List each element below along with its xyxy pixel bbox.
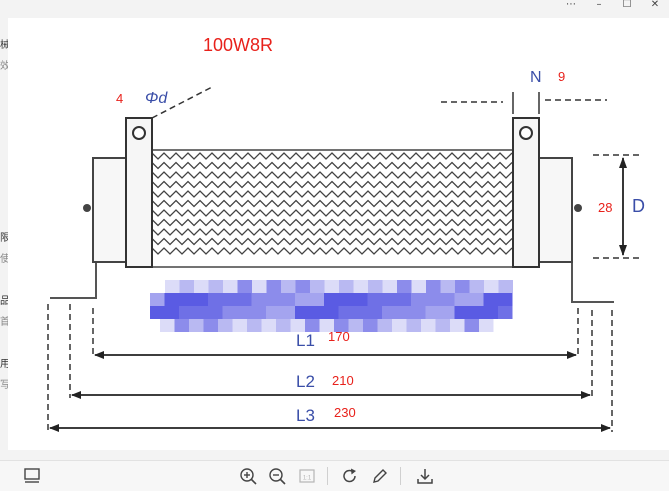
resistor-diagram: 100W8R 4 Φd N 9 28 D L1 170 L2 210 L3 23…	[47, 35, 645, 432]
l1-label: L1	[296, 331, 315, 350]
thumbnail-icon	[24, 468, 40, 483]
download-icon	[417, 469, 433, 484]
notch-value: 9	[558, 69, 565, 84]
pin-hole-value: 4	[116, 91, 123, 106]
edit-button[interactable]	[370, 466, 390, 486]
rotate-button[interactable]	[340, 466, 360, 486]
d-arrow-bottom	[619, 245, 627, 256]
l2-arrow-left	[71, 391, 81, 399]
l3-arrow-left	[49, 424, 59, 432]
left-fragment: 械	[0, 40, 8, 51]
more-options-button[interactable]: ⋯	[566, 0, 576, 10]
left-fragment: 限	[0, 233, 8, 244]
right-terminal-hole	[519, 126, 533, 140]
close-button[interactable]: ✕	[650, 0, 660, 10]
left-screw	[83, 204, 91, 212]
length-extension-lines	[47, 304, 613, 432]
l3-value: 230	[334, 405, 356, 420]
diameter-value: 28	[598, 200, 612, 215]
l1-arrow-right	[567, 351, 577, 359]
left-fragment: 效	[0, 61, 8, 72]
l2-arrow-right	[581, 391, 591, 399]
actual-size-button[interactable]: 1:1	[297, 466, 317, 486]
zoom-out-button[interactable]	[267, 466, 287, 486]
toolbar-divider	[400, 467, 401, 485]
hole-leader-line	[151, 85, 215, 119]
pixelated-label	[150, 280, 513, 332]
right-screw	[574, 204, 582, 212]
notch-label: N	[530, 69, 542, 86]
zoom-in-button[interactable]	[238, 466, 258, 486]
pencil-icon	[373, 469, 387, 483]
maximize-button[interactable]: ☐	[622, 0, 632, 10]
download-button[interactable]	[415, 466, 435, 486]
left-fragment: 写	[0, 380, 8, 391]
resistor-tube	[132, 149, 533, 268]
l2-value: 210	[332, 373, 354, 388]
l3-arrow-right	[601, 424, 611, 432]
l1-arrow-left	[94, 351, 104, 359]
l1-value: 170	[328, 329, 350, 344]
thumbnail-view-button[interactable]	[22, 466, 42, 486]
right-terminal	[512, 117, 540, 268]
l2-label: L2	[296, 372, 315, 391]
left-fragment: 品	[0, 296, 8, 307]
diameter-label: D	[632, 196, 645, 216]
minimize-button[interactable]: –	[596, 0, 602, 10]
left-background-window: 械 效 限 使 品 首 用 写	[0, 0, 8, 460]
rotate-icon	[343, 468, 356, 483]
d-arrow-top	[619, 157, 627, 168]
pin-hole-label: Φd	[145, 90, 168, 107]
zoom-in-icon	[240, 468, 257, 485]
right-foot	[571, 262, 614, 303]
viewer-toolbar: 1:1	[0, 460, 669, 491]
left-fragment: 首	[0, 317, 8, 328]
image-canvas: 100W8R 4 Φd N 9 28 D L1 170 L2 210 L3 23…	[8, 18, 669, 450]
l3-label: L3	[296, 406, 315, 425]
window-controls: ⋯ – ☐ ✕	[557, 0, 669, 12]
diagram-title: 100W8R	[203, 35, 273, 55]
left-foot	[50, 262, 97, 299]
left-terminal	[125, 117, 153, 268]
wire-winding	[151, 152, 513, 255]
left-terminal-hole	[132, 126, 146, 140]
left-fragment: 使	[0, 254, 8, 265]
actual-size-text: 1:1	[303, 476, 312, 482]
toolbar-divider	[327, 467, 328, 485]
zoom-out-icon	[269, 468, 286, 485]
left-fragment: 用	[0, 359, 8, 370]
actual-size-icon: 1:1	[299, 469, 315, 483]
